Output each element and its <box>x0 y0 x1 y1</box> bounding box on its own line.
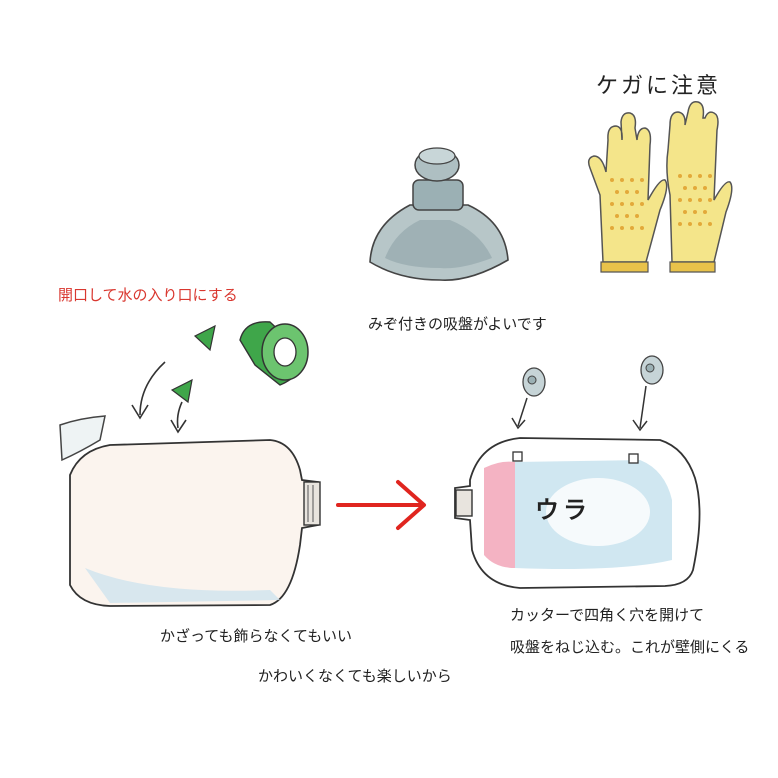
small-suction-cups <box>522 355 664 397</box>
gloves-illustration <box>587 100 733 273</box>
right-bottle-illustration <box>454 437 701 589</box>
opening-caption: 開口して水の入り口にする <box>58 286 238 304</box>
cut-piece-triangle-1 <box>193 324 216 352</box>
suction-cup-illustration <box>369 147 509 281</box>
decor-caption-line-1: かざっても飾らなくてもいい <box>160 627 353 645</box>
back-side-label: ウラ <box>535 496 591 524</box>
glove-grip-dots <box>610 174 712 230</box>
cutter-caption-line-2: 吸盤をねじ込む。これが壁側にくる <box>510 638 750 656</box>
right-glove <box>666 100 733 273</box>
square-hole-right <box>628 453 639 464</box>
cut-direction-arrows <box>131 361 187 434</box>
transform-arrow <box>336 480 426 530</box>
cut-flap <box>59 415 106 462</box>
tape-roll-illustration <box>239 321 309 386</box>
suction-cup-arrows <box>511 385 648 432</box>
cut-piece-triangle-2 <box>170 378 193 404</box>
pink-label <box>484 461 515 568</box>
left-bottle-illustration <box>69 439 321 607</box>
cutter-caption-line-1: カッターで四角く穴を開けて <box>510 606 705 624</box>
decor-caption-line-2: かわいくなくても楽しいから <box>258 667 452 685</box>
suction-cup-caption: みぞ付きの吸盤がよいです <box>368 315 547 333</box>
square-hole-left <box>512 451 523 462</box>
injury-warning-label: ケガに注意 <box>596 74 722 99</box>
left-glove <box>587 112 668 273</box>
